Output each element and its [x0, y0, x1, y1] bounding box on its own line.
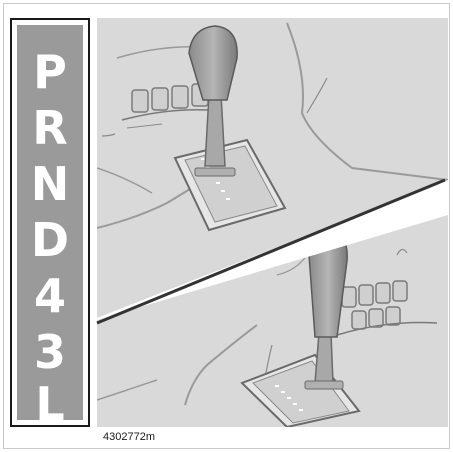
figure-reference-label: 4302772m: [101, 431, 157, 443]
